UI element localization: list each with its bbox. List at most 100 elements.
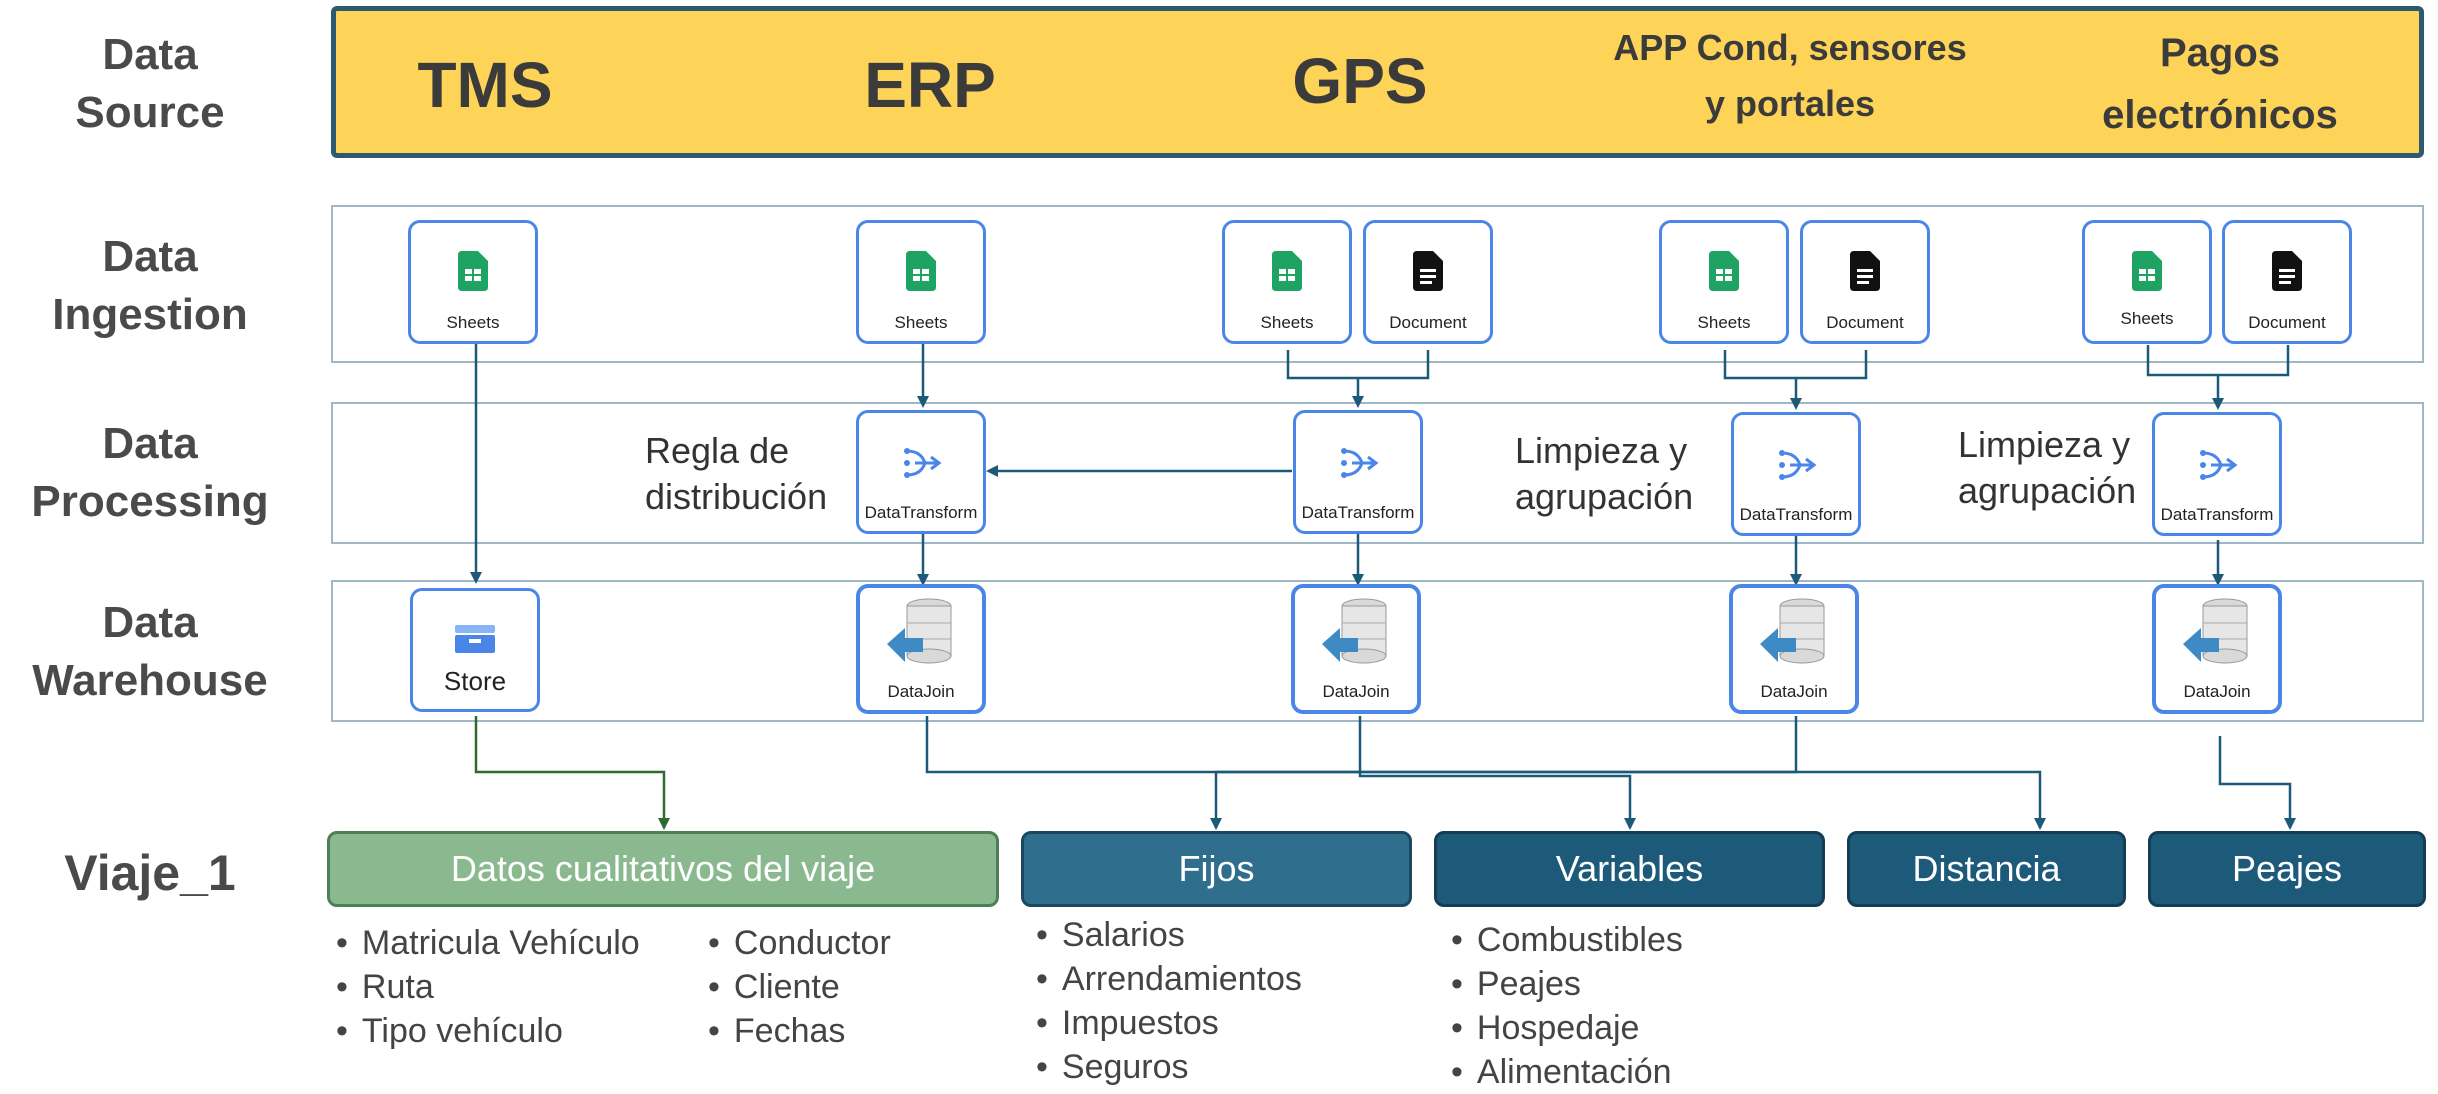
source-gps: GPS <box>1292 45 1428 117</box>
transform-pagos[interactable]: DataTransform <box>2152 412 2282 536</box>
transform-label: DataTransform <box>864 503 978 522</box>
data-transform-icon <box>2200 450 2238 480</box>
sheets-label: Sheets <box>894 313 948 332</box>
category-variables: Variables <box>1434 831 1825 907</box>
note-limpieza-app: Limpieza y agrupación <box>1515 428 1693 520</box>
list-item: Cliente <box>708 965 891 1009</box>
transform-app[interactable]: DataTransform <box>1731 412 1861 536</box>
store-icon <box>455 625 495 653</box>
row-label-data-warehouse: Data Warehouse <box>0 594 300 710</box>
row-label-line: Ingestion <box>52 290 248 339</box>
list-item: Combustibles <box>1451 918 1683 962</box>
sheets-label: Sheets <box>1697 313 1751 332</box>
category-cualitativos: Datos cualitativos del viaje <box>327 831 999 907</box>
row-label-data-processing: Data Processing <box>0 415 300 531</box>
source-app-line: y portales <box>1704 83 1876 124</box>
sheets-label: Sheets <box>2120 309 2174 328</box>
row-label-line: Data <box>102 30 198 79</box>
list-item: Ruta <box>336 965 640 1009</box>
note-limpieza-pagos: Limpieza y agrupación <box>1958 422 2136 514</box>
data-transform-icon <box>1341 448 1379 478</box>
note-line: agrupación <box>1958 470 2137 511</box>
row-label-line: Data <box>102 419 198 468</box>
store-label: Store <box>443 666 507 696</box>
datajoin-erp[interactable]: DataJoin <box>856 584 986 714</box>
sheets-icon <box>1272 251 1302 291</box>
data-transform-icon <box>904 448 942 478</box>
datajoin-label: DataJoin <box>2183 682 2251 701</box>
source-app: APP Cond, sensores y portales <box>1580 20 2000 132</box>
data-join-icon <box>1760 598 1825 664</box>
source-pagos-line: electrónicos <box>2102 93 2338 137</box>
datajoin-gps[interactable]: DataJoin <box>1291 584 1421 714</box>
list-fijos: Salarios Arrendamientos Impuestos Seguro… <box>1036 913 1302 1089</box>
list-item: Peajes <box>1451 962 1683 1006</box>
document-pagos[interactable]: Document <box>2222 220 2352 344</box>
sheets-icon <box>2132 251 2162 291</box>
sheets-app[interactable]: Sheets <box>1659 220 1789 344</box>
datajoin-pagos[interactable]: DataJoin <box>2152 584 2282 714</box>
data-transform-icon <box>1779 450 1817 480</box>
data-join-icon <box>1322 598 1387 664</box>
datajoin-app[interactable]: DataJoin <box>1729 584 1859 714</box>
row-label-data-ingestion: Data Ingestion <box>0 228 300 344</box>
row-label-line: Data <box>102 232 198 281</box>
data-join-icon <box>887 598 952 664</box>
note-regla-distribucion: Regla de distribución <box>645 428 827 520</box>
document-icon <box>1850 251 1880 291</box>
sheets-icon <box>458 251 488 291</box>
document-gps[interactable]: Document <box>1363 220 1493 344</box>
row-label-viaje: Viaje_1 <box>64 845 236 901</box>
data-source-band <box>331 6 2424 158</box>
source-tms: TMS <box>417 49 553 121</box>
list-item: Conductor <box>708 921 891 965</box>
sheets-icon <box>906 251 936 291</box>
list-item: Hospedaje <box>1451 1006 1683 1050</box>
row-label-line: Source <box>75 88 225 137</box>
row-label-data-source: Data Source <box>0 26 300 142</box>
list-item: Fechas <box>708 1009 891 1053</box>
row-label-line: Warehouse <box>32 656 268 705</box>
sheets-label: Sheets <box>446 313 500 332</box>
note-line: agrupación <box>1515 476 1694 517</box>
document-label: Document <box>2248 313 2326 332</box>
source-app-line: APP Cond, sensores <box>1613 27 1967 68</box>
sheets-tms[interactable]: Sheets <box>408 220 538 344</box>
transform-label: DataTransform <box>1301 503 1415 522</box>
row-label-line: Data <box>102 598 198 647</box>
sheets-label: Sheets <box>1260 313 1314 332</box>
note-line: Regla de <box>645 430 790 471</box>
sheets-erp[interactable]: Sheets <box>856 220 986 344</box>
document-label: Document <box>1389 313 1467 332</box>
transform-erp[interactable]: DataTransform <box>856 410 986 534</box>
list-item: Arrendamientos <box>1036 957 1302 1001</box>
note-line: Limpieza y <box>1958 424 2131 465</box>
sheets-pagos[interactable]: Sheets <box>2082 220 2212 344</box>
source-pagos: Pagos electrónicos <box>2050 22 2390 146</box>
note-line: distribución <box>645 476 828 517</box>
data-join-icon <box>2183 598 2248 664</box>
document-icon <box>1413 251 1443 291</box>
list-item: Alimentación <box>1451 1050 1683 1094</box>
source-pagos-line: Pagos <box>2159 31 2281 75</box>
row-label-line: Processing <box>31 477 269 526</box>
list-item: Tipo vehículo <box>336 1009 640 1053</box>
document-app[interactable]: Document <box>1800 220 1930 344</box>
list-variables: Combustibles Peajes Hospedaje Alimentaci… <box>1451 918 1683 1094</box>
store-tms[interactable]: Store <box>410 588 540 712</box>
document-icon <box>2272 251 2302 291</box>
transform-gps[interactable]: DataTransform <box>1293 410 1423 534</box>
datajoin-label: DataJoin <box>1322 682 1390 701</box>
sheets-icon <box>1709 251 1739 291</box>
datajoin-label: DataJoin <box>1760 682 1828 701</box>
transform-label: DataTransform <box>1739 505 1853 524</box>
transform-label: DataTransform <box>2160 505 2274 524</box>
source-erp: ERP <box>864 49 996 121</box>
list-item: Matricula Vehículo <box>336 921 640 965</box>
note-line: Limpieza y <box>1515 430 1688 471</box>
category-peajes: Peajes <box>2148 831 2426 907</box>
list-cualitativos-2: Conductor Cliente Fechas <box>708 921 891 1053</box>
sheets-gps[interactable]: Sheets <box>1222 220 1352 344</box>
category-fijos: Fijos <box>1021 831 1412 907</box>
